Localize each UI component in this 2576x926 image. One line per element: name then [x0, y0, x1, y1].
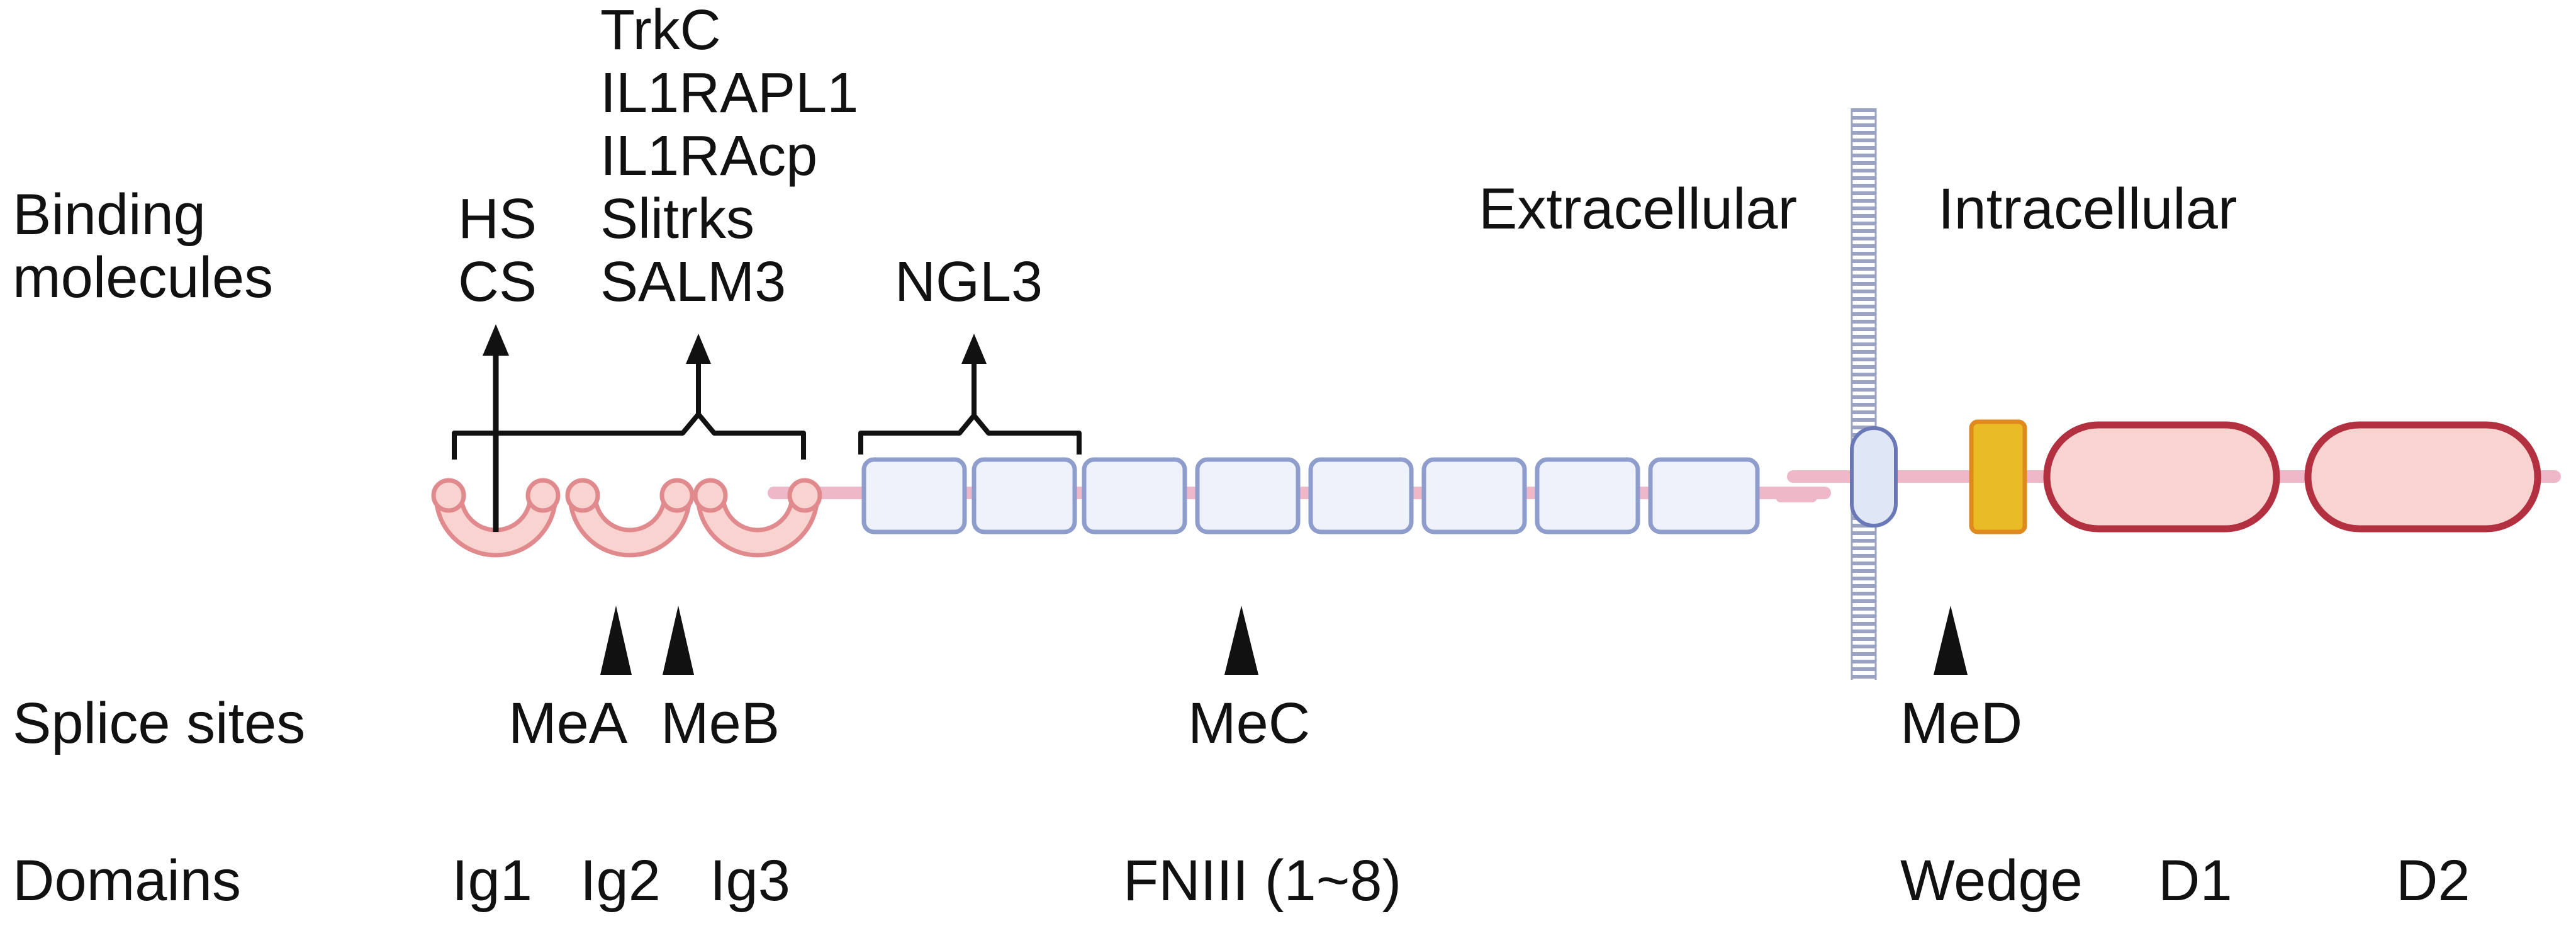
- molecule-trkc: TrkC: [600, 0, 721, 62]
- splice-mea: MeA: [508, 691, 628, 755]
- domain-d1: D1: [2158, 849, 2232, 913]
- meb-triangle: [663, 606, 694, 675]
- domain-fniii: FNIII (1~8): [1123, 849, 1401, 913]
- splice-mec: MeC: [1188, 691, 1310, 755]
- mec-triangle: [1224, 606, 1258, 675]
- splice-med: MeD: [1900, 691, 2022, 755]
- molecule-slitrks: Slitrks: [600, 188, 754, 251]
- d2-domain: [2304, 421, 2541, 533]
- fn-bracket-arrowhead: [961, 334, 987, 364]
- domain-wedge: Wedge: [1900, 849, 2083, 913]
- ig1-cap-left: [431, 478, 466, 513]
- domains-label: Domains: [13, 849, 241, 913]
- splice-meb: MeB: [661, 691, 780, 755]
- fn-box-6: [1421, 457, 1527, 534]
- ig2-cap-left: [565, 478, 600, 513]
- ig3-cap-right: [787, 478, 822, 513]
- domain-d2: D2: [2396, 849, 2470, 913]
- molecule-il1rapl1: IL1RAPL1: [600, 62, 858, 125]
- molecule-hs: HS: [458, 188, 537, 251]
- binding-label-line1: Binding: [13, 183, 206, 247]
- domain-ig1: Ig1: [452, 849, 532, 913]
- ig1-cap-right: [525, 478, 561, 513]
- wedge-domain: [1969, 419, 2027, 534]
- ig-bracket: [452, 412, 806, 460]
- molecule-ngl3: NGL3: [895, 251, 1043, 313]
- extracellular-label: Extracellular: [1479, 177, 1797, 241]
- ig2-cap-right: [659, 478, 695, 513]
- binding-label-line2: molecules: [13, 246, 273, 310]
- ig-bracket-arrowhead: [686, 334, 711, 364]
- med-triangle: [1934, 606, 1968, 675]
- splice-sites-label: Splice sites: [13, 691, 305, 755]
- domain-ig2: Ig2: [580, 849, 661, 913]
- fn-box-2: [972, 457, 1077, 534]
- hs-cs-arrowhead: [483, 324, 509, 356]
- intracellular-label: Intracellular: [1938, 177, 2237, 241]
- transmembrane-segment: [1850, 426, 1898, 528]
- molecule-cs: CS: [458, 251, 537, 313]
- d1-domain: [2043, 421, 2280, 533]
- fn-box-3: [1082, 457, 1187, 534]
- mea-triangle: [600, 606, 632, 675]
- fn-box-5: [1308, 457, 1414, 534]
- fn-box-7: [1535, 457, 1640, 534]
- fn-bracket: [858, 413, 1082, 455]
- fn-box-4: [1195, 457, 1301, 534]
- fn-box-1: [861, 457, 967, 534]
- domain-ig3: Ig3: [710, 849, 790, 913]
- molecule-il1racp: IL1RAcp: [600, 125, 817, 188]
- ig3-cap-left: [693, 478, 728, 513]
- molecule-salm3: SALM3: [600, 251, 786, 313]
- fn-box-8: [1648, 457, 1760, 534]
